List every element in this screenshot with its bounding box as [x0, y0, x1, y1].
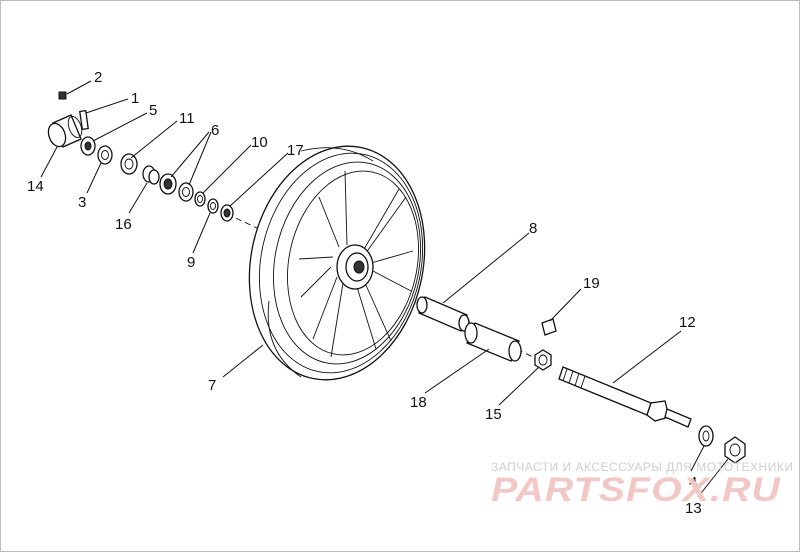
part-label-8: 8	[529, 220, 537, 237]
watermark-caption: ЗАПЧАСТИ И АКСЕССУАРЫ ДЛЯ МОТОТЕХНИКИ	[491, 460, 793, 474]
part-label-12: 12	[679, 314, 696, 331]
part-label-15: 15	[485, 406, 502, 423]
part-8-spacer-tube	[416, 296, 470, 332]
part-label-6: 6	[211, 122, 219, 139]
part-4-washer	[698, 425, 714, 447]
part-label-5: 5	[149, 102, 157, 119]
part-label-10: 10	[251, 134, 268, 151]
part-label-2: 2	[94, 69, 102, 86]
part-17-seal	[220, 204, 234, 222]
part-label-1: 1	[131, 90, 139, 107]
part-14-sleeve	[47, 114, 83, 148]
part-label-17: 17	[287, 142, 304, 159]
watermark-brand: PARTSFOX.RU	[491, 471, 782, 509]
part-2-screw	[58, 91, 67, 100]
part-5-gear	[80, 136, 96, 156]
part-10-washer	[194, 191, 206, 207]
part-labels: 2 1 5 11 6 10 17 14 3 16 9 7 8 19 12 18 …	[27, 69, 702, 517]
part-label-13: 13	[685, 500, 702, 517]
part-12-axle	[558, 366, 692, 428]
part-label-9: 9	[187, 254, 195, 271]
part-6-bearing	[159, 173, 194, 202]
part-1-pin	[79, 109, 89, 131]
watermark: ЗАПЧАСТИ И АКСЕССУАРЫ ДЛЯ МОТОТЕХНИКИ PA…	[491, 460, 793, 509]
part-19-cotter-pin	[541, 318, 557, 336]
wheel-rim	[248, 145, 426, 381]
part-18-spacer	[464, 322, 522, 362]
part-label-7: 7	[208, 377, 216, 394]
leader-lines	[40, 80, 729, 498]
part-3-washer	[97, 145, 113, 165]
part-9-ring	[207, 198, 219, 214]
part-13-nut	[724, 436, 746, 464]
part-label-11: 11	[179, 110, 195, 127]
part-label-14: 14	[27, 178, 44, 195]
part-label-18: 18	[410, 394, 427, 411]
part-16-spacer	[142, 165, 160, 185]
part-11-seal	[120, 153, 138, 175]
part-15-nut	[534, 349, 552, 371]
part-label-4: 4	[689, 474, 697, 491]
part-label-16: 16	[115, 216, 132, 233]
part-label-19: 19	[583, 275, 600, 292]
part-label-3: 3	[78, 194, 86, 211]
